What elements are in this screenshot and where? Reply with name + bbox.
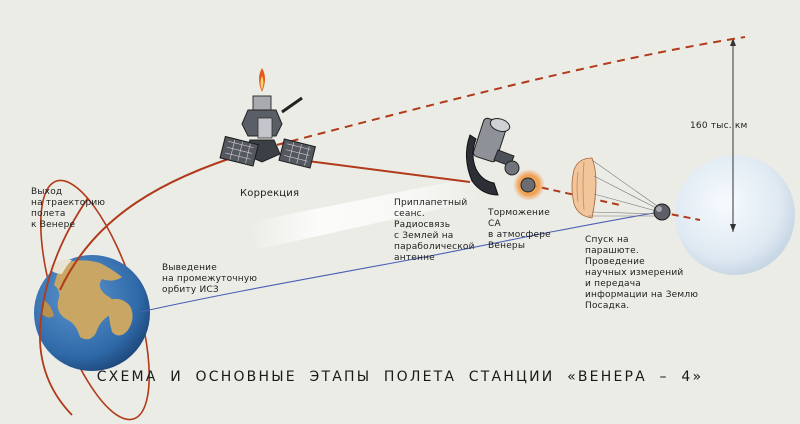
distance-marker — [730, 38, 736, 232]
label-distance: 160 тыс. км — [690, 121, 748, 131]
radio-link-line — [139, 211, 661, 313]
descent-line — [529, 184, 701, 221]
light-band — [250, 178, 480, 250]
label-parachute-descent: Спуск на парашюте. Проведение научных из… — [585, 235, 699, 311]
parachute — [571, 157, 671, 221]
venus-planet — [675, 155, 795, 275]
label-correction: Коррекция — [240, 188, 300, 199]
transfer-line — [299, 159, 471, 183]
earth-orbit-front — [39, 197, 89, 416]
label-pre-landing-session: Приплапетный сеанс. Радиосвязь с Землей … — [394, 198, 475, 263]
earth-planet — [34, 255, 150, 371]
descent-capsule-braking — [520, 177, 536, 193]
label-exit-to-trajectory: Выход на траекторию полета к Венере — [31, 187, 106, 230]
trajectory-solid — [59, 151, 251, 291]
spacecraft-correction — [219, 68, 316, 169]
diagram-title: СХЕМА И ОСНОВНЫЕ ЭТАПЫ ПОЛЕТА СТАНЦИИ «В… — [96, 369, 704, 385]
spacecraft-approach — [466, 117, 520, 196]
label-braking: Торможение СА в атмосфере Венеры — [488, 208, 551, 251]
label-orbit-insertion: Выведение на промежуточную орбиту ИСЗ — [162, 263, 258, 295]
